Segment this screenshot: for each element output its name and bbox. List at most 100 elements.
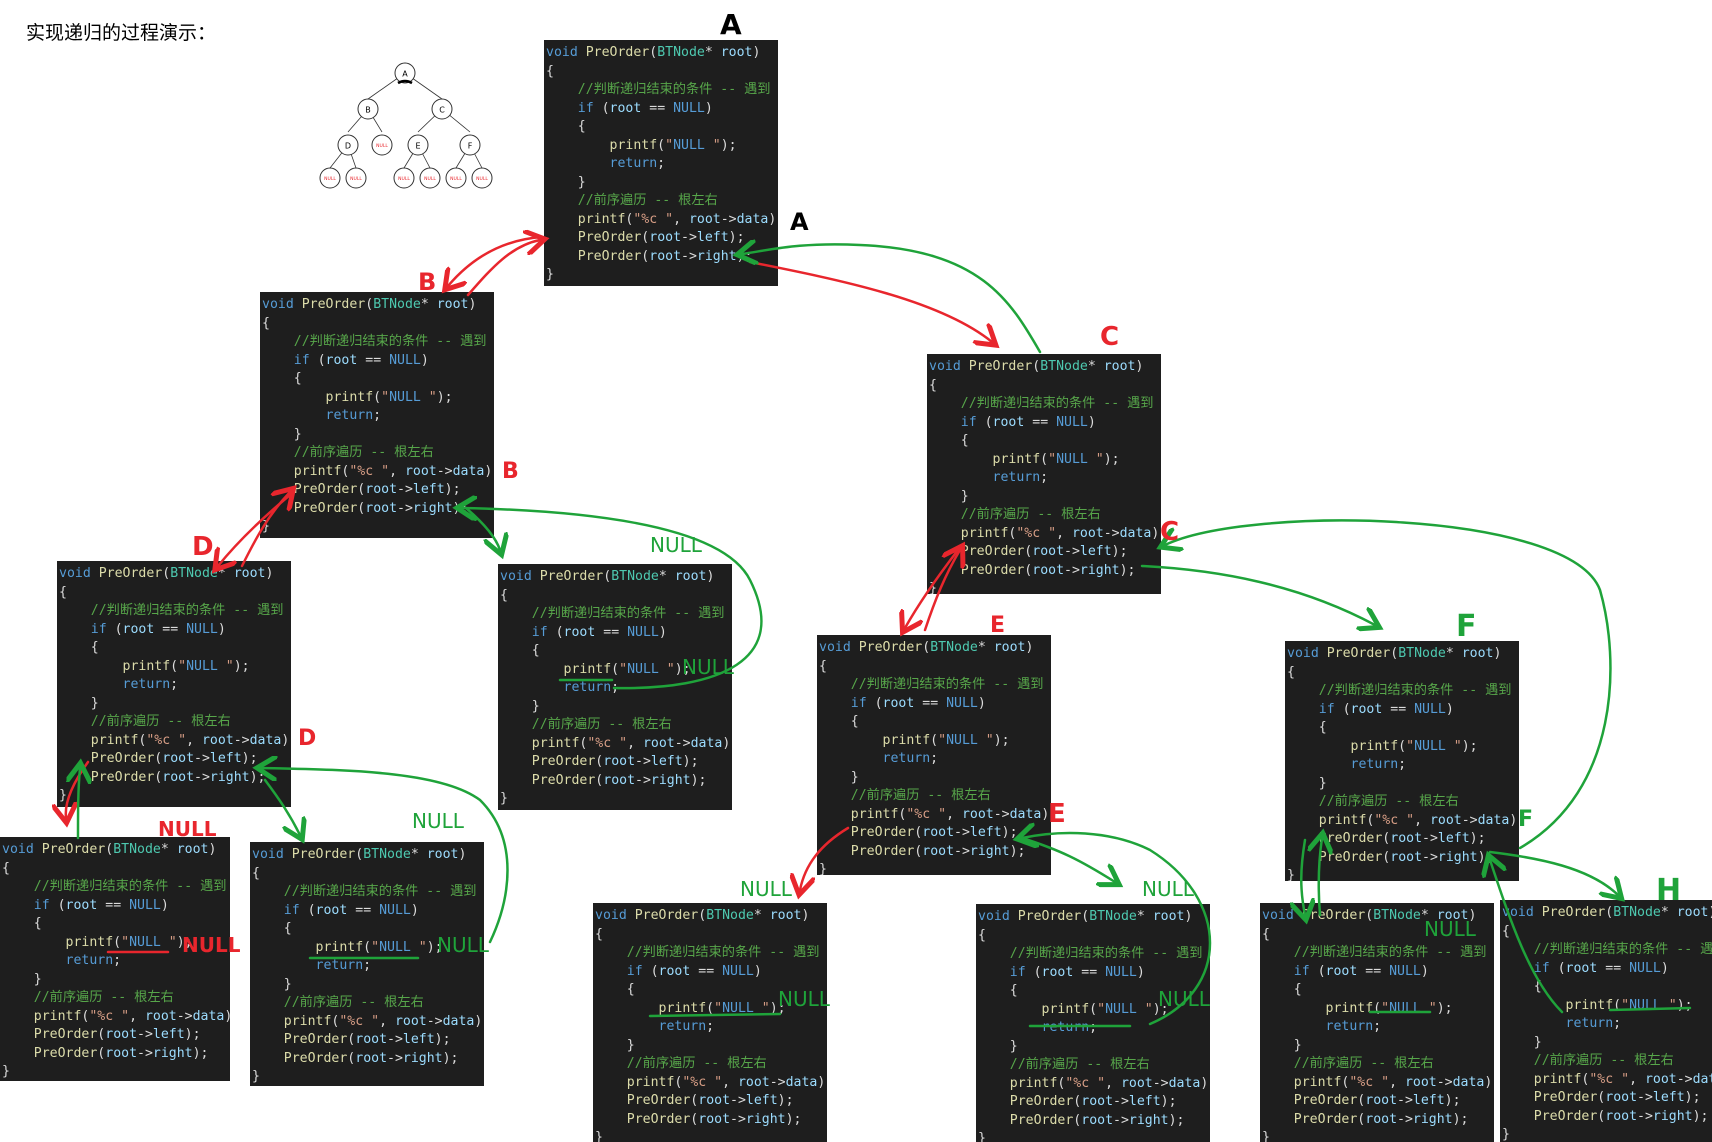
code-line: PreOrder(root->left); — [850, 825, 1018, 840]
code-line: if (root == NULL) — [960, 414, 1096, 430]
code-line: if (root == NULL) — [1318, 701, 1454, 717]
code-line: printf("NULL "); — [882, 732, 1010, 748]
code-line: } — [2, 1064, 10, 1079]
code-line: PreOrder(root->left); — [531, 754, 699, 769]
code-line: printf("NULL "); — [609, 137, 737, 153]
code-line: PreOrder(root->right); — [850, 843, 1026, 859]
code-line: PreOrder(root->left); — [90, 751, 258, 766]
code-line: PreOrder(root->right); — [626, 1111, 802, 1127]
code-block-e-right-null: void PreOrder(BTNode* root){ //判断递归结束的条件… — [976, 904, 1210, 1142]
code-line: //判断递归结束的条件 -- 遇到 — [2, 879, 227, 894]
code-line: printf("%c ", root->data); — [90, 732, 291, 748]
code-line: } — [252, 976, 292, 992]
code-line: printf("NULL "); — [122, 658, 250, 674]
code-line: } — [59, 695, 99, 711]
code-line: void PreOrder(BTNode* root) — [1502, 905, 1712, 920]
tree-node-null: NULL — [376, 143, 388, 149]
code-line: printf("%c ", root->data); — [283, 1013, 484, 1029]
code-line: { — [59, 584, 67, 600]
code-line: PreOrder(root->left); — [33, 1027, 201, 1042]
code-line: } — [1502, 1127, 1510, 1142]
tree-node-c: C — [439, 106, 445, 115]
tree-nodes: A B C D NULL E F NULL NULL NULL NULL NUL… — [319, 62, 493, 189]
code-line: printf("%c ", root->data); — [626, 1074, 827, 1090]
code-line: printf("NULL "); — [563, 661, 691, 677]
code-line: { — [252, 921, 292, 936]
label-a-top: A — [720, 8, 742, 41]
code-line: PreOrder(root->right); — [1533, 1108, 1709, 1124]
code-line: //判断递归结束的条件 -- 遇到 — [595, 945, 820, 960]
return-arrow-c-right-to-f — [1140, 564, 1375, 625]
code-line: } — [59, 788, 67, 803]
code-line: return; — [1041, 1020, 1098, 1035]
code-line: PreOrder(root->right); — [1318, 849, 1494, 865]
code-line: } — [2, 971, 42, 987]
code-line: PreOrder(root->left); — [1533, 1090, 1701, 1105]
code-line: } — [819, 769, 859, 785]
code-line: if (root == NULL) — [90, 621, 226, 637]
call-arrow-b-to-a — [466, 240, 540, 297]
code-line: //前序遍历 -- 根左右 — [262, 445, 434, 460]
code-line: if (root == NULL) — [1293, 963, 1429, 979]
code-block-d-left-null: void PreOrder(BTNode* root){ //判断递归结束的条件… — [0, 837, 230, 1081]
code-line: return; — [992, 470, 1049, 485]
code-line: } — [500, 698, 540, 714]
code-line: { — [929, 433, 969, 448]
tree-node-e: E — [415, 142, 420, 151]
code-line: //判断递归结束的条件 -- 遇到 — [1262, 945, 1487, 960]
code-line: PreOrder(root->left); — [1318, 831, 1486, 846]
code-line: } — [1287, 775, 1327, 791]
code-line: //前序遍历 -- 根左右 — [2, 990, 174, 1005]
code-line: { — [546, 119, 586, 134]
code-block-f-left-null: void PreOrder(BTNode* root){ //判断递归结束的条件… — [1260, 903, 1494, 1142]
code-line: printf("%c ", root->data); — [577, 211, 778, 227]
label-a-right: A — [790, 208, 809, 236]
code-line: void PreOrder(BTNode* root) — [59, 566, 274, 581]
code-line: PreOrder(root->right); — [90, 769, 266, 785]
code-line: void PreOrder(BTNode* root) — [546, 45, 761, 60]
code-line: if (root == NULL) — [531, 624, 667, 640]
code-line: } — [595, 1130, 603, 1142]
null-label: NULL — [412, 809, 465, 833]
code-block-f: void PreOrder(BTNode* root) { //判断递归结束的条件… — [1285, 641, 1519, 881]
code-line: { — [595, 982, 635, 997]
code-line: { — [59, 640, 99, 655]
code-line: if (root == NULL) — [283, 902, 419, 918]
code-line: return; — [65, 953, 122, 968]
code-line: printf("NULL "); — [65, 934, 193, 950]
tree-node-b: B — [365, 106, 371, 115]
code-line: { — [1262, 926, 1270, 942]
code-line: return; — [122, 677, 179, 692]
code-line: printf("%c ", root->data); — [1009, 1075, 1210, 1091]
code-line: return; — [658, 1019, 715, 1034]
code-line: //前序遍历 -- 根左右 — [1287, 794, 1459, 809]
code-line: printf("%c ", root->data); — [33, 1008, 230, 1024]
code-line: //判断递归结束的条件 -- 遇到 — [1287, 683, 1512, 698]
code-line: } — [978, 1131, 986, 1142]
code-line: void PreOrder(BTNode* root) — [1287, 646, 1502, 661]
tree-node-null: NULL — [450, 176, 462, 182]
code-line: printf("%c ", root->data); — [531, 735, 732, 751]
code-line: //前序遍历 -- 根左右 — [1262, 1056, 1434, 1071]
code-line: { — [978, 983, 1018, 998]
label-f-top: F — [1456, 609, 1477, 644]
code-line: printf("%c ", root->data); — [1318, 812, 1519, 828]
code-line: } — [1287, 868, 1295, 881]
code-line: { — [1287, 720, 1327, 735]
code-line: void PreOrder(BTNode* root) — [929, 359, 1144, 374]
call-arrow-a-to-b — [448, 235, 544, 286]
code-line: //前序遍历 -- 根左右 — [929, 507, 1101, 522]
code-block-d: void PreOrder(BTNode* root){ //判断递归结束的条件… — [57, 561, 291, 807]
code-line: void PreOrder(BTNode* root) — [252, 847, 467, 862]
tree-node-null: NULL — [350, 176, 362, 182]
tree-node-f: F — [468, 142, 473, 151]
tree-node-a: A — [402, 70, 408, 79]
code-line: return; — [882, 751, 939, 766]
code-line: } — [546, 267, 554, 282]
code-line: { — [2, 916, 42, 931]
tree-node-null: NULL — [424, 176, 436, 182]
code-line: //判断递归结束的条件 -- 遇到 — [500, 606, 725, 621]
code-line: } — [546, 174, 586, 190]
code-line: PreOrder(root->right); — [1293, 1111, 1469, 1127]
code-line: //判断递归结束的条件 -- 遇到 — [252, 884, 477, 899]
